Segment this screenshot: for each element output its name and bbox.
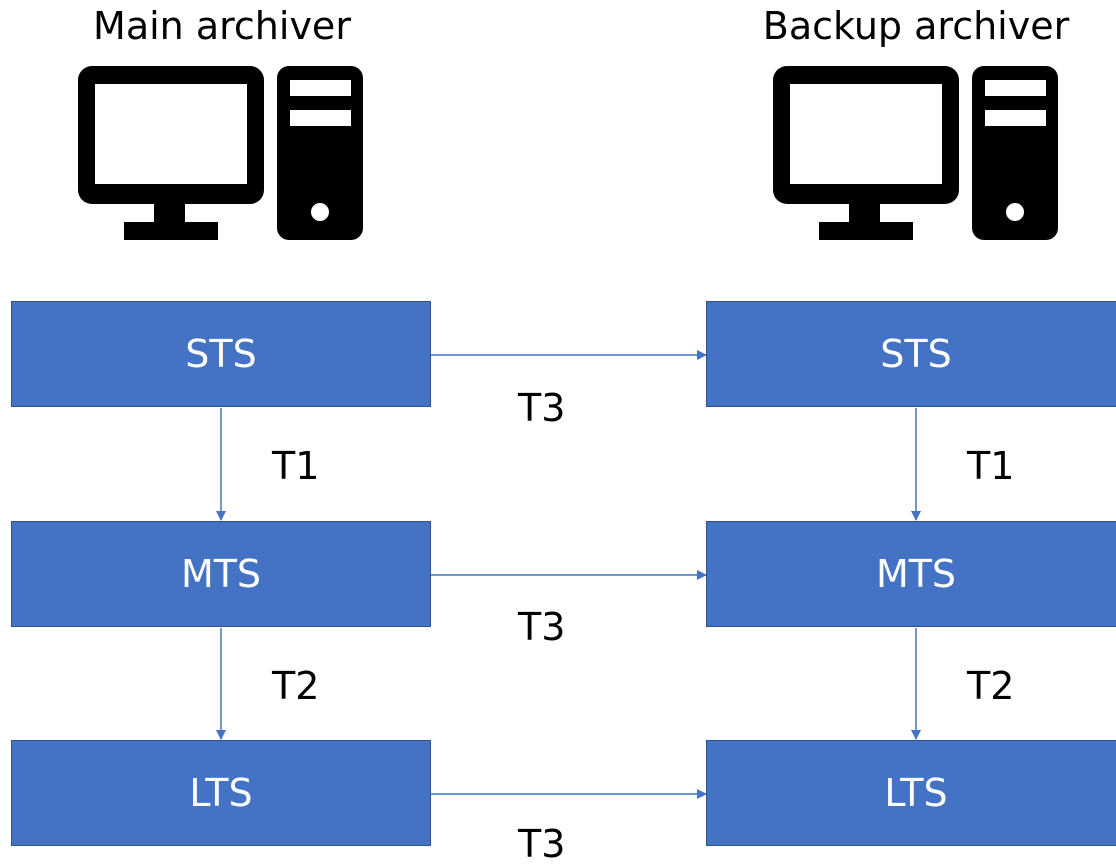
backup-archiver-title: Backup archiver [762,4,1070,48]
main-t2-label: T2 [272,664,320,708]
backup-monitor-icon [773,66,959,240]
main-tower-icon [277,66,363,240]
backup-mts-box: MTS [706,521,1116,627]
lts-t3-label: T3 [518,822,566,866]
main-t1-label: T1 [272,444,320,488]
backup-t2-label: T2 [967,664,1015,708]
sts-t3-label: T3 [518,386,566,430]
main-monitor-icon [78,66,264,240]
main-mts-box: MTS [11,521,431,627]
main-sts-box: STS [11,301,431,407]
main-archiver-title: Main archiver [93,4,351,48]
mts-t3-label: T3 [518,605,566,649]
backup-t1-label: T1 [967,444,1015,488]
backup-lts-box: LTS [706,740,1116,846]
backup-tower-icon [972,66,1058,240]
backup-sts-box: STS [706,301,1116,407]
main-lts-box: LTS [11,740,431,846]
